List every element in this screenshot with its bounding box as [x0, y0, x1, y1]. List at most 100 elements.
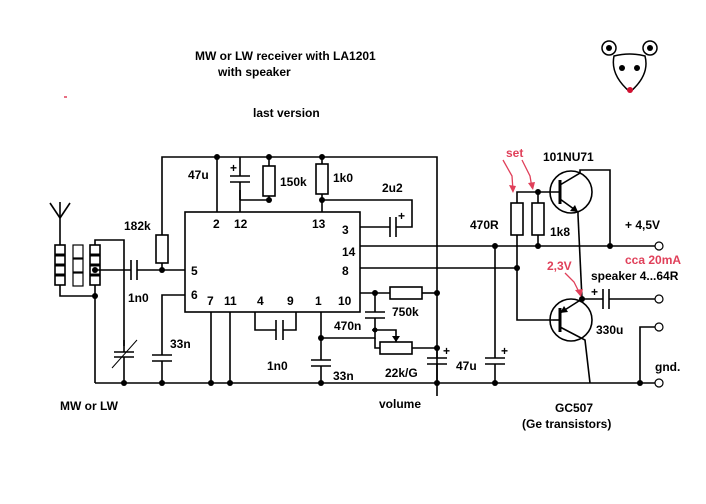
- title-line-1: MW or LW receiver with LA1201: [195, 49, 376, 63]
- pin-2: 2: [213, 217, 220, 231]
- pin-14: 14: [342, 245, 356, 259]
- label-r-750k: 750k: [392, 305, 419, 319]
- wire: [94, 239, 125, 346]
- pin-3: 3: [342, 223, 349, 237]
- label-r-150k: 150k: [280, 175, 307, 189]
- capacitor-330u: +: [591, 285, 610, 309]
- capacitor-33n-left: [152, 354, 172, 383]
- annotation-voltage: 2,3V: [547, 259, 572, 273]
- junction: [159, 380, 165, 386]
- junction: [92, 293, 98, 299]
- title-line-3: last version: [253, 106, 320, 120]
- svg-text:+: +: [501, 344, 508, 358]
- capacitor-1n0-input: [130, 260, 162, 280]
- label-c-2u2: 2u2: [382, 181, 403, 195]
- label-c-47u-mid: 47u: [456, 359, 477, 373]
- svg-text:+: +: [230, 161, 237, 175]
- label-c-330u: 330u: [596, 323, 623, 337]
- label-pot-volume: 22k/G: [385, 366, 418, 380]
- label-c-1n0-bottom: 1n0: [267, 359, 288, 373]
- junction: [492, 380, 498, 386]
- supply-terminal[interactable]: [654, 241, 664, 251]
- volume-potentiometer[interactable]: [379, 341, 413, 355]
- junction: [434, 380, 440, 386]
- variable-capacitor-icon: [111, 339, 138, 383]
- pin-4: 4: [257, 294, 264, 308]
- label-r-470R: 470R: [470, 218, 499, 232]
- arrowhead-icon: [528, 182, 535, 190]
- svg-text:+: +: [443, 344, 450, 358]
- resistor-1k8: [531, 202, 545, 236]
- label-r-182k: 182k: [124, 219, 151, 233]
- annotation-set: set: [506, 146, 523, 160]
- junction: [92, 267, 98, 273]
- capacitor-470n: [365, 311, 385, 319]
- top-rail-wire: [161, 156, 438, 396]
- label-c-47u-top: 47u: [188, 168, 209, 182]
- label-supply: + 4,5V: [625, 218, 660, 232]
- label-antenna-band: MW or LW: [60, 399, 119, 413]
- svg-text:+: +: [591, 285, 598, 299]
- junction: [121, 380, 127, 386]
- wire: [161, 263, 185, 271]
- label-c-33n-left: 33n: [170, 337, 191, 351]
- wire: [254, 312, 276, 331]
- mouse-logo-icon: [601, 40, 658, 93]
- pin-13: 13: [312, 217, 326, 231]
- arrowhead-icon: [575, 289, 583, 297]
- resistor-750k: [389, 286, 423, 300]
- svg-text:+: +: [398, 209, 405, 223]
- pin-11: 11: [224, 294, 237, 308]
- wire: [59, 285, 95, 297]
- wire: [372, 329, 397, 334]
- junction: [434, 290, 440, 296]
- label-speaker: speaker 4...64R: [591, 269, 679, 283]
- annotation-current: cca 20mA: [625, 253, 681, 267]
- resistor-1k0: [315, 163, 329, 195]
- label-ground: gnd.: [655, 360, 680, 374]
- junction: [227, 380, 233, 386]
- wire: [161, 294, 185, 355]
- resistor-470R: [510, 202, 524, 236]
- transistor-101nu71: [538, 169, 611, 246]
- resistor-182k: [155, 234, 169, 264]
- ground-terminal[interactable]: [654, 378, 664, 388]
- label-c-33n-right: 33n: [333, 369, 354, 383]
- label-c-470n: 470n: [334, 319, 361, 333]
- capacitor-47u-right: +: [485, 344, 508, 365]
- junction: [266, 197, 272, 203]
- pin-8: 8: [342, 264, 349, 278]
- pin-7: 7: [207, 294, 214, 308]
- wire: [283, 312, 297, 331]
- junction: [637, 380, 643, 386]
- junction: [208, 380, 214, 386]
- capacitor-47u-top: +: [230, 157, 250, 200]
- ferrite-coil: [54, 244, 101, 287]
- wire: [516, 191, 539, 203]
- wiper-arrow-icon: [392, 336, 400, 342]
- resistor-150k: [262, 165, 276, 197]
- title-line-2: with speaker: [217, 65, 291, 79]
- wire: [639, 326, 655, 383]
- la1201-ic: [184, 211, 361, 313]
- label-transistor-top: 101NU71: [543, 150, 594, 164]
- wire: [516, 235, 553, 321]
- capacitor-33n-right: [311, 359, 331, 383]
- wire: [322, 199, 413, 228]
- wire: [374, 338, 380, 349]
- label-transistor-type: (Ge transistors): [522, 417, 611, 431]
- capacitor-2u2: +: [360, 209, 405, 237]
- pin-6: 6: [191, 288, 198, 302]
- label-volume: volume: [379, 397, 421, 411]
- transistor-gc507: [549, 298, 593, 384]
- speaker-terminal-minus[interactable]: [654, 322, 664, 332]
- label-r-1k0: 1k0: [333, 171, 353, 185]
- junction: [318, 380, 324, 386]
- label-transistor-bottom: GC507: [555, 401, 593, 415]
- wire: [577, 214, 583, 300]
- pin-5: 5: [191, 264, 198, 278]
- speaker-terminal-plus[interactable]: [654, 294, 664, 304]
- label-c-1n0-input: 1n0: [128, 291, 149, 305]
